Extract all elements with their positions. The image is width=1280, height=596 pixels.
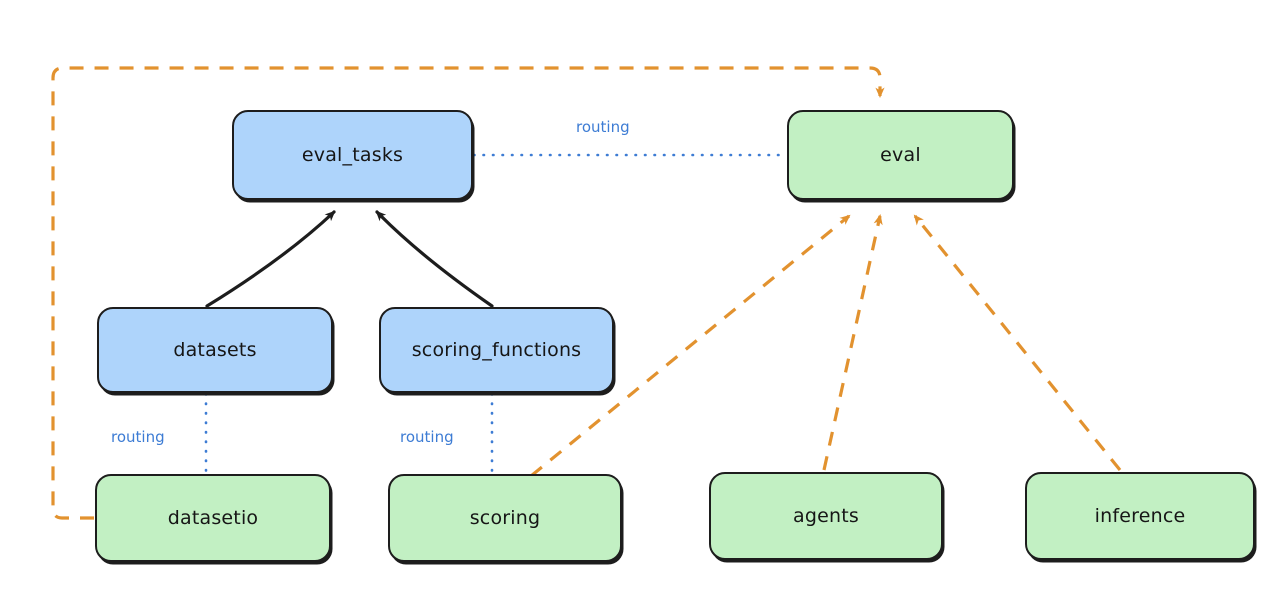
edge-label-routing-datasetio: routing [111, 428, 165, 446]
edge-datasets-eval_tasks [205, 210, 336, 308]
edge-label-routing-eval: routing [576, 118, 630, 136]
node-datasetio[interactable]: datasetio [95, 474, 331, 562]
edge-scoring_functions-eval_tasks [375, 210, 494, 308]
node-eval[interactable]: eval [787, 110, 1014, 200]
edge-label-routing-scoring: routing [400, 428, 454, 446]
node-label: eval_tasks [301, 144, 404, 166]
node-label: datasets [173, 339, 257, 361]
node-inference[interactable]: inference [1025, 472, 1255, 560]
node-label: agents [793, 505, 859, 527]
node-label: scoring_functions [411, 339, 582, 361]
edge-datasetio-eval [51, 66, 885, 520]
node-label: inference [1094, 505, 1186, 527]
node-datasets[interactable]: datasets [97, 307, 333, 393]
node-scoring-functions[interactable]: scoring_functions [379, 307, 614, 393]
edge-scoring-eval [529, 214, 851, 478]
node-label: datasetio [167, 507, 259, 529]
node-agents[interactable]: agents [709, 472, 943, 560]
node-label: eval [880, 144, 921, 166]
node-scoring[interactable]: scoring [388, 474, 622, 562]
node-eval-tasks[interactable]: eval_tasks [232, 110, 473, 200]
edge-inference-eval [913, 214, 1122, 472]
edge-agents-eval [822, 214, 883, 471]
node-label: scoring [469, 507, 541, 529]
